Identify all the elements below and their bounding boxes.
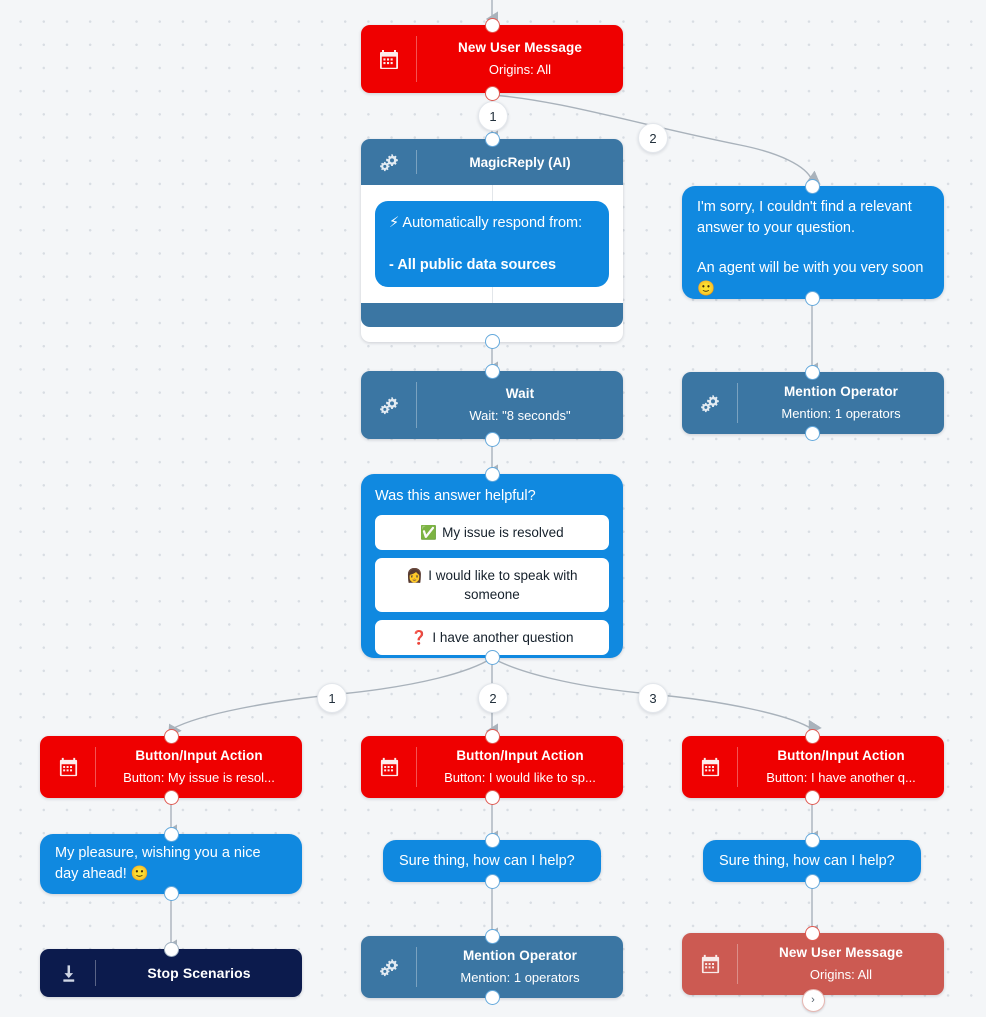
option-label: My issue is resolved xyxy=(442,525,564,540)
node-title: Wait xyxy=(505,385,535,401)
magicreply-footer xyxy=(361,303,623,327)
port-out-trigger-top[interactable] xyxy=(484,85,500,101)
node-button-input-action-2[interactable]: Button/Input Action Button: I would like… xyxy=(361,736,623,798)
chevron-right-icon[interactable]: › xyxy=(801,988,825,1012)
port-in-my-pleasure[interactable] xyxy=(163,826,179,842)
port-in-sure-thing-middle[interactable] xyxy=(484,832,500,848)
node-title: Mention Operator xyxy=(783,383,899,399)
port-out-sure-thing-right[interactable] xyxy=(804,873,820,889)
port-out-button-3[interactable] xyxy=(804,789,820,805)
node-title: New User Message xyxy=(458,39,582,55)
node-subtitle: Button: My issue is resol... xyxy=(123,769,275,785)
node-subtitle: Origins: All xyxy=(809,966,873,982)
node-sure-thing-right[interactable]: Sure thing, how can I help? xyxy=(703,840,921,882)
port-in-mention-bottom[interactable] xyxy=(484,928,500,944)
node-wait[interactable]: Wait Wait: "8 seconds" xyxy=(361,371,623,439)
port-out-wait[interactable] xyxy=(484,431,500,447)
calendar-icon xyxy=(361,25,417,93)
node-new-user-message-bottom[interactable]: New User Message Origins: All xyxy=(682,933,944,995)
person-icon: 👩 xyxy=(406,568,424,583)
node-mention-operator-bottom[interactable]: Mention Operator Mention: 1 operators xyxy=(361,936,623,998)
port-in-button-3[interactable] xyxy=(804,728,820,744)
magicreply-body: ⚡ Automatically respond from: - All publ… xyxy=(361,185,623,303)
question-mark-icon: ❓ xyxy=(410,630,428,645)
gears-icon xyxy=(361,371,417,439)
node-fallback-message[interactable]: I'm sorry, I couldn't find a relevant an… xyxy=(682,186,944,299)
fallback-line-2: An agent will be with you very soon 🙂 xyxy=(697,260,924,297)
branch-badge-q1[interactable]: 1 xyxy=(317,683,347,713)
port-in-fallback[interactable] xyxy=(804,178,820,194)
port-out-button-2[interactable] xyxy=(484,789,500,805)
gears-icon xyxy=(361,139,417,185)
magicreply-inner-line1: Automatically respond from: xyxy=(402,215,583,231)
check-mark-icon: ✅ xyxy=(420,525,438,540)
gears-icon xyxy=(682,372,738,434)
magicreply-header: MagicReply (AI) xyxy=(361,139,623,185)
port-out-mention-bottom[interactable] xyxy=(484,989,500,1005)
magicreply-inner-bubble: ⚡ Automatically respond from: - All publ… xyxy=(375,201,609,287)
port-out-sure-thing-middle[interactable] xyxy=(484,873,500,889)
port-in-question[interactable] xyxy=(484,466,500,482)
question-option-2[interactable]: 👩 I would like to speak with someone xyxy=(375,558,609,612)
port-in-magicreply[interactable] xyxy=(484,131,500,147)
port-in-button-2[interactable] xyxy=(484,728,500,744)
node-subtitle: Button: I would like to sp... xyxy=(444,769,596,785)
magicreply-inner-line2: - All public data sources xyxy=(389,257,557,273)
port-in-wait[interactable] xyxy=(484,363,500,379)
port-in-trigger-top[interactable] xyxy=(484,17,500,33)
node-subtitle: Mention: 1 operators xyxy=(781,405,901,421)
node-subtitle: Mention: 1 operators xyxy=(460,969,580,985)
node-title: New User Message xyxy=(779,944,903,960)
node-title: Button/Input Action xyxy=(135,747,263,763)
node-mention-operator-right[interactable]: Mention Operator Mention: 1 operators xyxy=(682,372,944,434)
lightning-icon: ⚡ xyxy=(389,215,400,231)
calendar-icon xyxy=(40,736,96,798)
node-new-user-message-top[interactable]: New User Message Origins: All xyxy=(361,25,623,93)
calendar-icon xyxy=(682,736,738,798)
download-icon xyxy=(40,949,96,997)
port-out-mention-right[interactable] xyxy=(804,425,820,441)
node-question-block[interactable]: Was this answer helpful? ✅ My issue is re… xyxy=(361,474,623,658)
node-subtitle: Origins: All xyxy=(488,61,552,77)
node-title: Mention Operator xyxy=(462,947,578,963)
question-text: Was this answer helpful? xyxy=(375,488,536,504)
node-magicreply-ai[interactable]: MagicReply (AI) ⚡ Automatically respond … xyxy=(361,139,623,342)
message-text: My pleasure, wishing you a nice day ahea… xyxy=(55,845,261,882)
port-in-stop-scenarios[interactable] xyxy=(163,941,179,957)
question-option-1[interactable]: ✅ My issue is resolved xyxy=(375,515,609,550)
branch-badge-q2[interactable]: 2 xyxy=(478,683,508,713)
branch-badge-q3[interactable]: 3 xyxy=(638,683,668,713)
port-in-new-user-message-bottom[interactable] xyxy=(804,925,820,941)
node-button-input-action-1[interactable]: Button/Input Action Button: My issue is … xyxy=(40,736,302,798)
message-text: Sure thing, how can I help? xyxy=(719,852,895,869)
node-title: Button/Input Action xyxy=(456,747,584,763)
port-out-question[interactable] xyxy=(484,649,500,665)
message-text: Sure thing, how can I help? xyxy=(399,852,575,869)
node-title: Stop Scenarios xyxy=(147,964,251,981)
port-out-button-1[interactable] xyxy=(163,789,179,805)
branch-badge-1[interactable]: 1 xyxy=(478,101,508,131)
option-label: I have another question xyxy=(432,630,574,645)
node-subtitle: Button: I have another q... xyxy=(766,769,916,785)
option-label: I would like to speak with someone xyxy=(428,568,578,602)
calendar-icon xyxy=(682,933,738,995)
port-in-button-1[interactable] xyxy=(163,728,179,744)
node-button-input-action-3[interactable]: Button/Input Action Button: I have anoth… xyxy=(682,736,944,798)
node-subtitle: Wait: "8 seconds" xyxy=(469,407,571,423)
port-in-mention-right[interactable] xyxy=(804,364,820,380)
port-out-magicreply[interactable] xyxy=(484,333,500,349)
port-out-my-pleasure[interactable] xyxy=(163,885,179,901)
node-stop-scenarios[interactable]: Stop Scenarios xyxy=(40,949,302,997)
spacer xyxy=(697,239,929,258)
gears-icon xyxy=(361,936,417,998)
branch-badge-2[interactable]: 2 xyxy=(638,123,668,153)
question-option-3[interactable]: ❓ I have another question xyxy=(375,620,609,655)
node-title: MagicReply (AI) xyxy=(469,154,571,170)
port-in-sure-thing-right[interactable] xyxy=(804,832,820,848)
fallback-line-1: I'm sorry, I couldn't find a relevant an… xyxy=(697,199,912,236)
port-out-fallback[interactable] xyxy=(804,290,820,306)
node-my-pleasure-message[interactable]: My pleasure, wishing you a nice day ahea… xyxy=(40,834,302,894)
node-title: Button/Input Action xyxy=(777,747,905,763)
calendar-icon xyxy=(361,736,417,798)
